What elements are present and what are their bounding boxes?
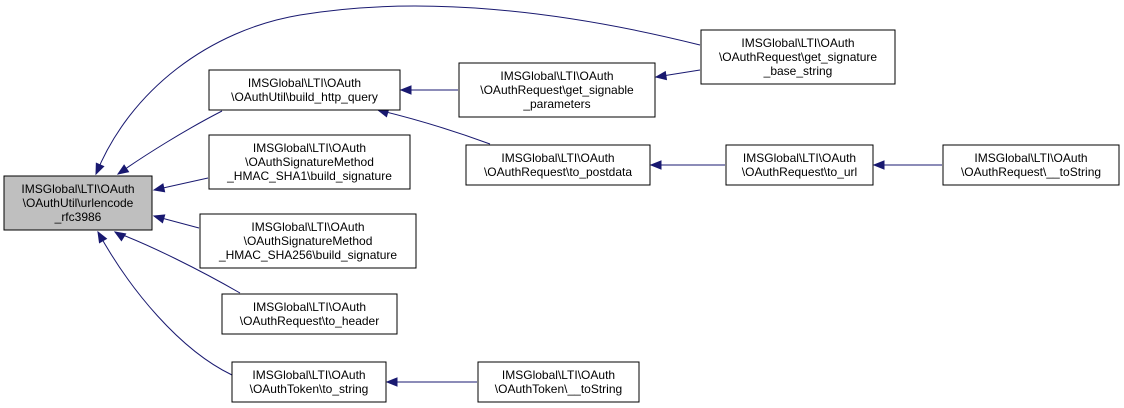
edge-line (117, 110, 223, 175)
node-label-line: \OAuthRequest\get_signature (719, 50, 877, 64)
node-label-line: \OAuthToken\__toString (495, 382, 622, 396)
node-label-line: _rfc3986 (54, 210, 102, 224)
edge-line (114, 231, 241, 294)
node-n6[interactable]: IMSGlobal\LTI\OAuth\OAuthToken\to_string (231, 361, 387, 403)
node-n10[interactable]: IMSGlobal\LTI\OAuth\OAuthRequest\to_url (725, 144, 874, 186)
edge-n7-to-n2 (399, 85, 458, 95)
node-label-line: IMSGlobal\LTI\OAuth (253, 300, 366, 314)
node-label-line: \OAuthRequest\to_postdata (484, 165, 632, 179)
node-box[interactable] (458, 62, 656, 118)
node-label-line: \OAuthSignatureMethod (244, 234, 373, 248)
node-label-line: IMSGlobal\LTI\OAuth (248, 76, 361, 90)
node-label-line: \OAuthSignatureMethod (245, 155, 374, 169)
arrow-head (654, 70, 668, 81)
node-n8[interactable]: IMSGlobal\LTI\OAuth\OAuthRequest\to_post… (465, 144, 651, 186)
node-label-line: \OAuthRequest\to_header (240, 314, 379, 328)
node-box[interactable] (208, 134, 411, 190)
node-label-line: IMSGlobal\LTI\OAuth (501, 151, 614, 165)
node-label-line: _HMAC_SHA1\build_signature (226, 169, 392, 183)
node-label-line: IMSGlobal\LTI\OAuth (974, 151, 1087, 165)
node-label-line: IMSGlobal\LTI\OAuth (21, 182, 134, 196)
arrow-head (152, 214, 166, 224)
arrow-head (385, 377, 398, 387)
edge-line (97, 231, 233, 376)
node-label-line: \OAuthRequest\get_signable (480, 83, 634, 97)
node-box[interactable] (199, 213, 417, 269)
edge-n10-to-n8 (649, 160, 725, 170)
edge-n5-to-n0 (113, 231, 241, 294)
node-n0[interactable]: IMSGlobal\LTI\OAuth\OAuthUtil\urlencode_… (3, 175, 153, 231)
node-label-line: _parameters (522, 97, 590, 111)
node-box[interactable] (725, 144, 874, 186)
node-n11[interactable]: IMSGlobal\LTI\OAuth\OAuthRequest\__toStr… (942, 144, 1120, 186)
node-n7[interactable]: IMSGlobal\LTI\OAuth\OAuthRequest\get_sig… (458, 62, 656, 118)
edge-n11-to-n10 (872, 160, 942, 170)
edge-n3-to-n0 (152, 177, 209, 193)
node-box[interactable] (700, 29, 896, 85)
node-box[interactable] (221, 293, 398, 335)
arrow-head (649, 160, 662, 170)
edge-n2-to-n0 (116, 110, 223, 175)
node-label-line: \OAuthToken\to_string (250, 382, 369, 396)
edge-n6-to-n0 (97, 230, 233, 376)
edge-line (377, 109, 491, 145)
edge-n1-to-n7 (654, 69, 701, 81)
node-box[interactable] (942, 144, 1120, 186)
node-label-line: \OAuthUtil\build_http_query (231, 90, 378, 104)
arrow-head (872, 160, 885, 170)
node-label-line: _HMAC_SHA256\build_signature (218, 248, 397, 262)
node-n2[interactable]: IMSGlobal\LTI\OAuth\OAuthUtil\build_http… (208, 69, 401, 111)
node-n5[interactable]: IMSGlobal\LTI\OAuth\OAuthRequest\to_head… (221, 293, 398, 335)
edge-n9-to-n6 (385, 377, 477, 387)
node-label-line: IMSGlobal\LTI\OAuth (253, 141, 366, 155)
node-label-line: IMSGlobal\LTI\OAuth (500, 69, 613, 83)
node-box[interactable] (465, 144, 651, 186)
node-label-line: IMSGlobal\LTI\OAuth (252, 368, 365, 382)
node-label-line: \OAuthRequest\to_url (742, 165, 857, 179)
edge-n1-to-n0 (95, 5, 701, 176)
node-box[interactable] (3, 175, 153, 231)
node-n3[interactable]: IMSGlobal\LTI\OAuth\OAuthSignatureMethod… (208, 134, 411, 190)
edge-line (95, 5, 701, 175)
arrow-head (152, 183, 166, 193)
node-label-line: \OAuthUtil\urlencode (23, 196, 134, 210)
arrow-head (97, 230, 108, 244)
node-label-line: \OAuthRequest\__toString (961, 165, 1101, 179)
arrow-head (116, 164, 130, 175)
node-label-line: IMSGlobal\LTI\OAuth (502, 368, 615, 382)
arrow-head (95, 162, 105, 176)
arrow-head (399, 85, 412, 95)
nodes-layer: IMSGlobal\LTI\OAuth\OAuthUtil\urlencode_… (3, 29, 1120, 403)
node-label-line: IMSGlobal\LTI\OAuth (743, 151, 856, 165)
node-box[interactable] (477, 361, 640, 403)
node-box[interactable] (208, 69, 401, 111)
edges-layer (95, 5, 942, 387)
node-label-line: _base_string (763, 64, 833, 78)
node-n9[interactable]: IMSGlobal\LTI\OAuth\OAuthToken\__toStrin… (477, 361, 640, 403)
node-n4[interactable]: IMSGlobal\LTI\OAuth\OAuthSignatureMethod… (199, 213, 417, 269)
arrow-head (113, 231, 127, 242)
node-label-line: IMSGlobal\LTI\OAuth (741, 36, 854, 50)
node-n1[interactable]: IMSGlobal\LTI\OAuth\OAuthRequest\get_sig… (700, 29, 896, 85)
edge-n4-to-n0 (152, 214, 200, 229)
node-label-line: IMSGlobal\LTI\OAuth (251, 220, 364, 234)
node-box[interactable] (231, 361, 387, 403)
